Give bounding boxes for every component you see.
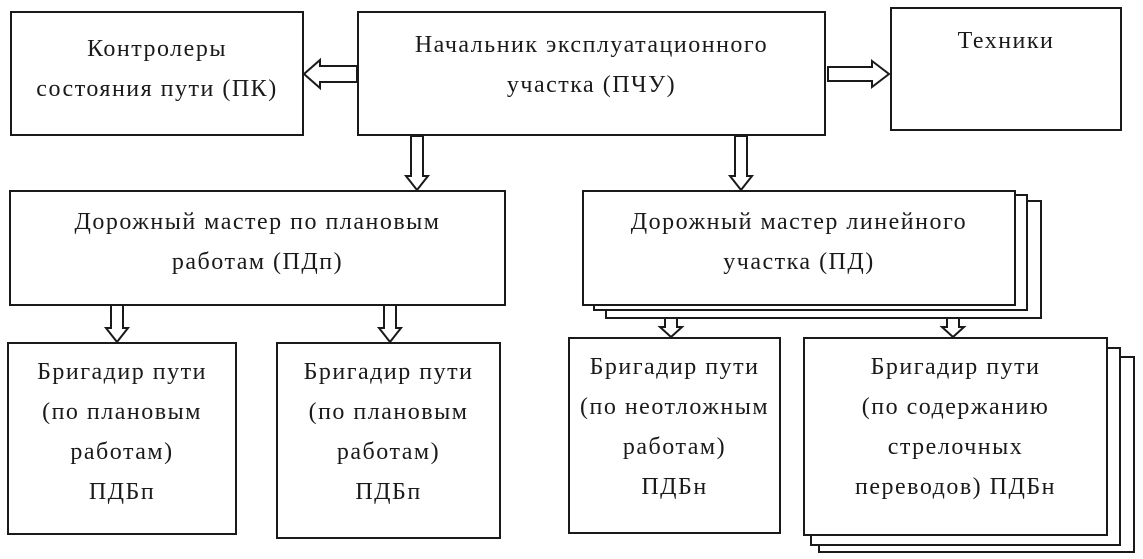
node-tech-line: Техники <box>957 28 1055 54</box>
node-pd: Дорожный мастер линейного участка (ПД) <box>582 190 1016 306</box>
node-pdbn2-line: переводов) ПДБн <box>855 474 1056 500</box>
node-pdbn1-line: работам) <box>622 434 727 460</box>
node-pdp-line: Дорожный мастер по плановым <box>74 209 441 235</box>
node-pdbn1: Бригадир пути (по неотложным работам) ПД… <box>568 337 781 534</box>
node-pk: Контролеры состояния пути (ПК) <box>10 11 304 136</box>
node-pdbp2: Бригадир пути (по плановым работам) ПДБп <box>276 342 501 539</box>
node-pdbp1-line: ПДБп <box>88 479 156 505</box>
node-pdbp2-line: Бригадир пути <box>303 359 474 385</box>
node-pdbn2-line: Бригадир пути <box>870 354 1041 380</box>
arrow-pdp-to-pdbp2 <box>376 304 404 344</box>
node-pdbp1: Бригадир пути (по плановым работам) ПДБп <box>7 342 237 535</box>
node-pdbn2: Бригадир пути (по содержанию стрелочных … <box>803 337 1108 536</box>
node-pchu-line: участка (ПЧУ) <box>506 72 677 98</box>
node-pdbn1-line: Бригадир пути <box>589 354 760 380</box>
node-pdbn1-line: ПДБн <box>641 474 708 500</box>
node-pdbp2-line: (по плановым <box>308 399 469 425</box>
node-pd-line: Дорожный мастер линейного <box>630 209 968 235</box>
node-pdp: Дорожный мастер по плановым работам (ПДп… <box>9 190 506 306</box>
node-pchu-line: Начальник эксплуатационного <box>414 32 769 58</box>
node-pchu: Начальник эксплуатационного участка (ПЧУ… <box>357 11 826 136</box>
node-pdbn2-line: (по содержанию <box>861 394 1050 420</box>
node-pdp-line: работам (ПДп) <box>171 249 344 275</box>
arrow-pd-to-pdbn1 <box>657 317 685 339</box>
node-pdbp1-line: Бригадир пути <box>37 359 207 385</box>
node-pdbp1-line: работам) <box>70 439 174 465</box>
node-pdbp2-line: работам) <box>336 439 441 465</box>
arrow-pchu-to-pk <box>302 57 358 91</box>
arrow-pd-to-pdbn2 <box>939 317 967 339</box>
node-pk-line: состояния пути (ПК) <box>36 76 278 102</box>
arrow-pchu-to-pdp <box>403 135 431 192</box>
node-pdbp1-line: (по плановым <box>42 399 202 425</box>
node-tech: Техники <box>890 7 1122 131</box>
node-pdbp2-line: ПДБп <box>355 479 422 505</box>
arrow-pchu-to-tech <box>827 58 891 90</box>
node-pk-line: Контролеры <box>87 36 227 62</box>
arrow-pdp-to-pdbp1 <box>103 304 131 344</box>
node-pdbn2-line: стрелочных <box>887 434 1024 460</box>
node-pdbn1-line: (по неотложным <box>579 394 770 420</box>
arrow-pchu-to-pd <box>727 135 755 192</box>
node-pd-line: участка (ПД) <box>723 249 875 275</box>
